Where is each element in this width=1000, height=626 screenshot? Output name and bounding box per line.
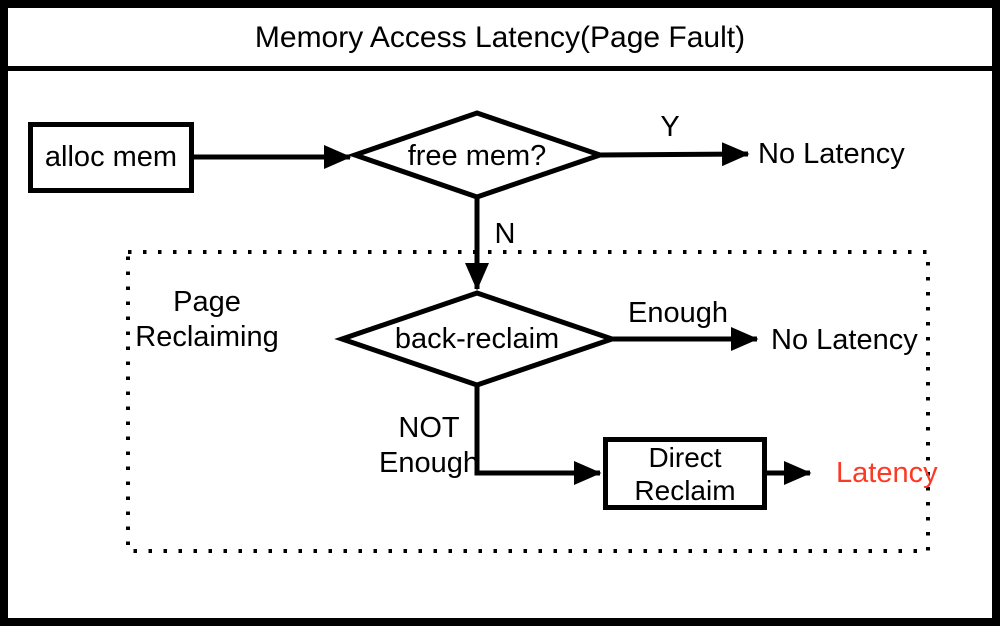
arrow-freemem-yes-to-nolatency <box>599 142 750 167</box>
page-reclaiming-label-line1: Page <box>173 286 241 318</box>
diagram-title: Memory Access Latency(Page Fault) <box>8 8 992 71</box>
back-reclaim-decision-label: back-reclaim <box>394 323 560 355</box>
not-enough-label-line1: NOT <box>398 412 460 444</box>
branch-label-yes: Y <box>660 111 680 143</box>
result-no-latency-top: No Latency <box>758 138 905 170</box>
direct-reclaim-label-line1: Direct <box>648 441 722 473</box>
branch-label-enough: Enough <box>628 297 728 329</box>
direct-reclaim-node: Direct Reclaim <box>603 437 767 510</box>
page-reclaiming-label-line2: Reclaiming <box>135 321 279 353</box>
back-reclaim-decision-shape <box>334 290 620 388</box>
free-mem-decision-label: free mem? <box>407 140 547 172</box>
arrow-backreclaim-notenough-to-directreclaim <box>474 385 602 485</box>
alloc-mem-node: alloc mem <box>28 122 194 193</box>
alloc-mem-label: alloc mem <box>44 141 178 173</box>
not-enough-label-line2: Enough <box>379 447 479 479</box>
free-mem-decision-shape <box>347 110 608 200</box>
result-latency: Latency <box>836 457 938 489</box>
branch-label-not-enough: NOT Enough <box>369 411 489 481</box>
page-reclaiming-region-label: Page Reclaiming <box>127 285 287 355</box>
result-no-latency-mid: No Latency <box>771 324 918 356</box>
branch-label-no: N <box>494 218 516 250</box>
direct-reclaim-label-line2: Reclaim <box>634 474 736 506</box>
